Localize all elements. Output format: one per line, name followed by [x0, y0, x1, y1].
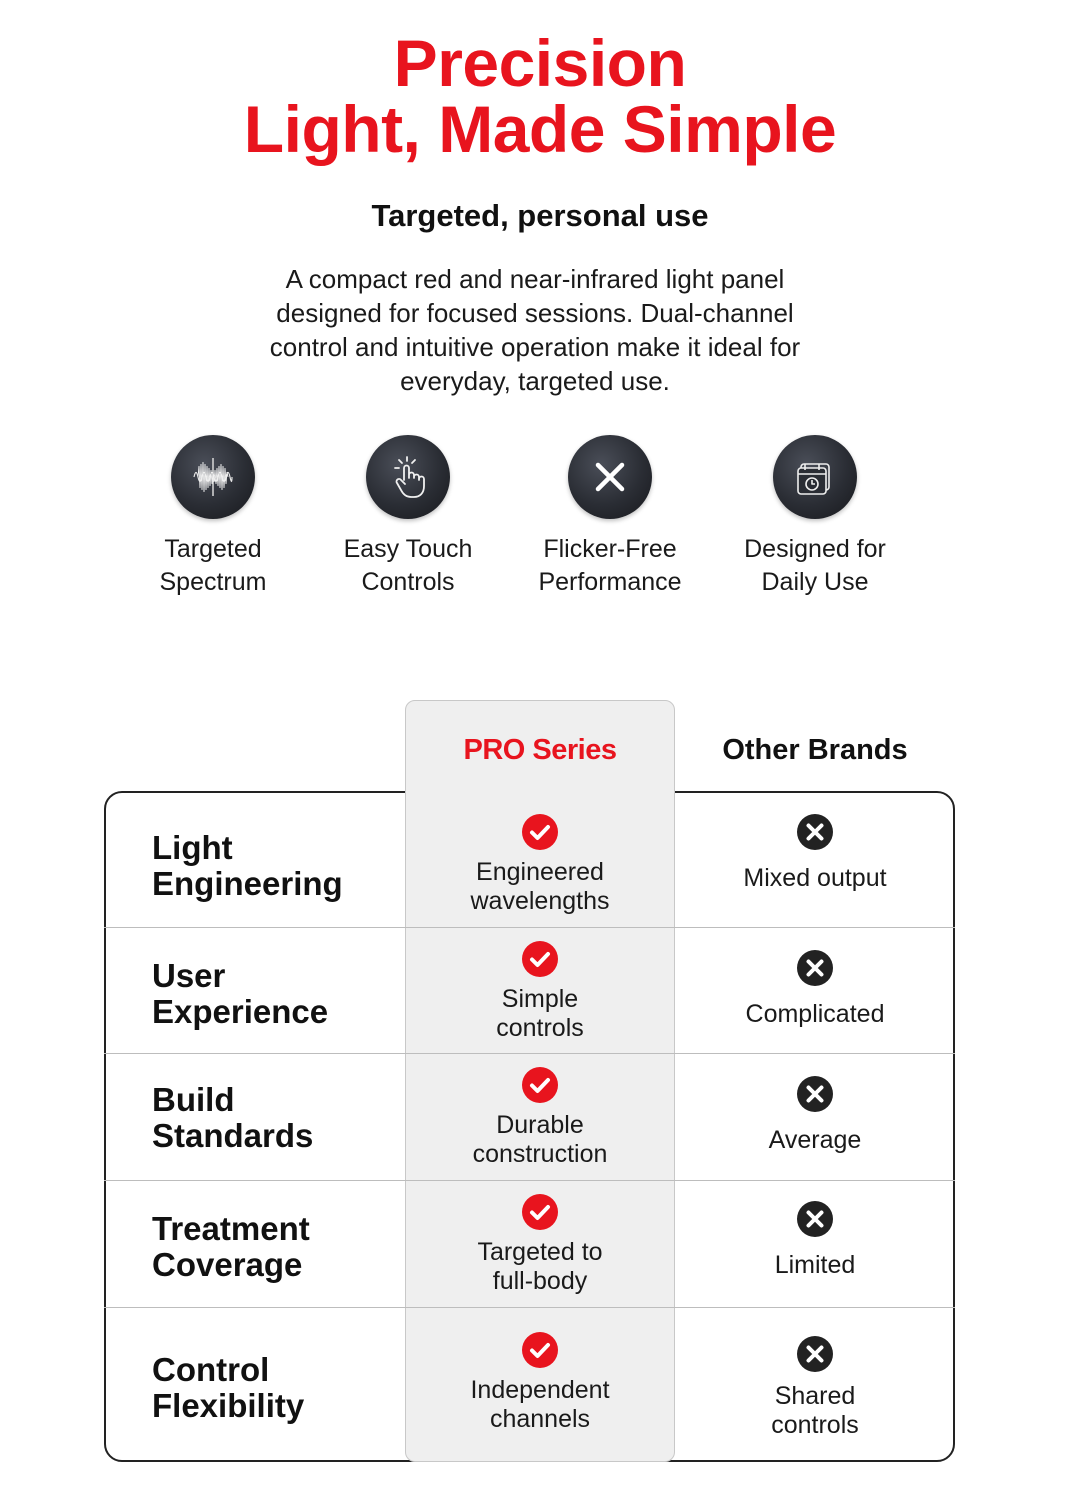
row-label-line: Coverage — [152, 1246, 303, 1283]
headline-line-2: Light, Made Simple — [243, 92, 837, 166]
pro-cell: Independent channels — [405, 1332, 675, 1434]
feature-label: Daily Use — [761, 568, 869, 596]
row-label-line: Light — [152, 829, 233, 866]
row-divider — [104, 1053, 955, 1054]
row-label: User Experience — [152, 958, 402, 1030]
feature-label: Targeted — [164, 535, 262, 563]
table-row: Control Flexibility Independent channels… — [104, 1308, 955, 1460]
feature-label: Flicker-Free — [543, 535, 677, 563]
other-cell: Limited — [675, 1201, 955, 1280]
table-row: User Experience Simple controls Complica… — [104, 928, 955, 1053]
feature-label: Easy Touch — [343, 535, 473, 563]
description-line: designed for focused sessions. Dual-chan… — [276, 298, 794, 328]
other-cell-text: Shared — [774, 1382, 856, 1410]
pro-cell-text: controls — [496, 1014, 584, 1042]
feature-label: Performance — [538, 568, 682, 596]
check-circle-icon — [522, 1067, 558, 1103]
check-circle-icon — [522, 1332, 558, 1368]
description-line: A compact red and near-infrared light pa… — [285, 264, 785, 294]
x-icon — [568, 435, 652, 519]
other-cell: Mixed output — [675, 814, 955, 893]
check-circle-icon — [522, 814, 558, 850]
row-label-line: Experience — [152, 993, 329, 1030]
pro-cell-text: Engineered — [476, 858, 604, 886]
other-brands-header: Other Brands — [722, 734, 908, 766]
row-divider — [104, 1180, 955, 1181]
row-label-line: User — [152, 957, 226, 994]
pro-cell-text: wavelengths — [470, 887, 610, 915]
row-label: Treatment Coverage — [152, 1211, 402, 1283]
other-cell-text: Mixed output — [743, 864, 887, 892]
feature-label: Controls — [361, 568, 455, 596]
row-divider — [104, 1307, 955, 1308]
other-cell-text: controls — [771, 1411, 859, 1439]
x-circle-icon — [797, 950, 833, 986]
feature-daily-use: Designed for Daily Use — [705, 435, 925, 599]
pro-cell-text: Independent — [470, 1376, 610, 1404]
headline: Precision Light, Made Simple — [0, 30, 1080, 162]
pro-cell-text: construction — [472, 1140, 608, 1168]
row-label-line: Flexibility — [152, 1387, 305, 1424]
row-label-line: Standards — [152, 1117, 314, 1154]
feature-flicker-free: Flicker-Free Performance — [500, 435, 720, 599]
pro-cell-text: channels — [489, 1405, 591, 1433]
row-label-line: Treatment — [152, 1210, 310, 1247]
pro-cell-text: Durable — [496, 1111, 584, 1139]
check-circle-icon — [522, 1194, 558, 1230]
pro-cell: Simple controls — [405, 941, 675, 1043]
row-label: Light Engineering — [152, 830, 402, 902]
x-circle-icon — [797, 1201, 833, 1237]
pro-cell: Engineered wavelengths — [405, 814, 675, 916]
other-cell: Shared controls — [675, 1336, 955, 1440]
feature-targeted-spectrum: Targeted Spectrum — [103, 435, 323, 599]
row-divider — [104, 927, 955, 928]
row-label-line: Engineering — [152, 865, 343, 902]
description: A compact red and near-infrared light pa… — [210, 262, 860, 398]
pro-cell: Targeted to full-body — [405, 1194, 675, 1296]
other-cell-text: Complicated — [745, 1000, 885, 1028]
description-line: control and intuitive operation make it … — [269, 332, 801, 362]
feature-label: Spectrum — [159, 568, 267, 596]
feature-label: Designed for — [744, 535, 886, 563]
feature-easy-touch: Easy Touch Controls — [298, 435, 518, 599]
other-cell: Complicated — [675, 950, 955, 1029]
row-label-line: Build — [152, 1081, 235, 1118]
pro-cell-text: full-body — [492, 1267, 588, 1295]
touch-hand-icon — [366, 435, 450, 519]
description-line: everyday, targeted use. — [400, 366, 670, 396]
other-cell: Average — [675, 1076, 955, 1155]
pro-cell: Durable construction — [405, 1067, 675, 1169]
table-row: Light Engineering Engineered wavelengths… — [104, 792, 955, 927]
headline-line-1: Precision — [393, 26, 687, 100]
other-cell-text: Average — [768, 1126, 862, 1154]
subheadline: Targeted, personal use — [371, 198, 709, 233]
pro-cell-text: Targeted to — [477, 1238, 603, 1266]
table-row: Build Standards Durable construction Ave… — [104, 1054, 955, 1180]
table-row: Treatment Coverage Targeted to full-body… — [104, 1181, 955, 1307]
pro-cell-text: Simple — [501, 985, 579, 1013]
row-label: Build Standards — [152, 1082, 402, 1154]
x-circle-icon — [797, 1336, 833, 1372]
row-label: Control Flexibility — [152, 1352, 402, 1424]
x-circle-icon — [797, 814, 833, 850]
other-cell-text: Limited — [774, 1251, 856, 1279]
calendar-icon — [773, 435, 857, 519]
spectrum-wave-icon — [171, 435, 255, 519]
pro-series-header: PRO Series — [463, 734, 617, 766]
x-circle-icon — [797, 1076, 833, 1112]
row-label-line: Control — [152, 1351, 270, 1388]
check-circle-icon — [522, 941, 558, 977]
